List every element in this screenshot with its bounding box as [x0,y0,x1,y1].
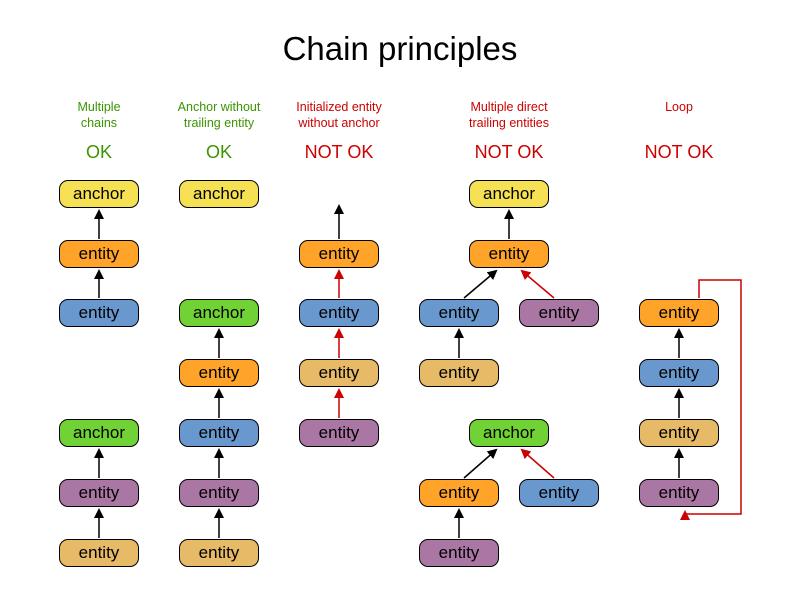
entity-node: entity [179,359,259,387]
page-title: Chain principles [282,30,518,67]
anchor-node: anchor [179,180,259,208]
entity-node: entity [59,479,139,507]
column-status-label: NOT OK [644,142,714,162]
entity-node: entity [639,479,719,507]
entity-node: entity [419,299,499,327]
entity-node: entity [299,240,379,268]
anchor-node: anchor [469,419,549,447]
chain-arrow [520,269,555,299]
chain-arrow [463,448,498,479]
column-status-label: NOT OK [474,142,544,162]
entity-node: entity [299,299,379,327]
column-header: Anchor without trailing entity [177,100,261,131]
entity-node: entity [419,479,499,507]
entity-node: entity [59,539,139,567]
entity-node: entity [179,539,259,567]
entity-node: entity [639,299,719,327]
entity-node: entity [419,359,499,387]
entity-node: entity [299,359,379,387]
anchor-node: anchor [59,419,139,447]
entity-node: entity [299,419,379,447]
column-header: Multiple chains [77,100,121,131]
column-header: Loop [665,100,693,114]
chain-arrow [520,448,555,479]
anchor-node: anchor [179,299,259,327]
entity-node: entity [59,299,139,327]
entity-node: entity [179,419,259,447]
chain-arrow [463,269,498,299]
column-header: Multiple direct trailing entities [469,100,549,131]
column-status-label: NOT OK [304,142,374,162]
column-header: Initialized entity without anchor [296,100,382,131]
entity-node: entity [419,539,499,567]
entity-node: entity [639,359,719,387]
entity-node: entity [639,419,719,447]
entity-node: entity [59,240,139,268]
entity-node: entity [519,479,599,507]
anchor-node: anchor [469,180,549,208]
entity-node: entity [469,240,549,268]
entity-node: entity [519,299,599,327]
column-status-label: OK [85,142,112,162]
entity-node: entity [179,479,259,507]
anchor-node: anchor [59,180,139,208]
column-status-label: OK [205,142,232,162]
